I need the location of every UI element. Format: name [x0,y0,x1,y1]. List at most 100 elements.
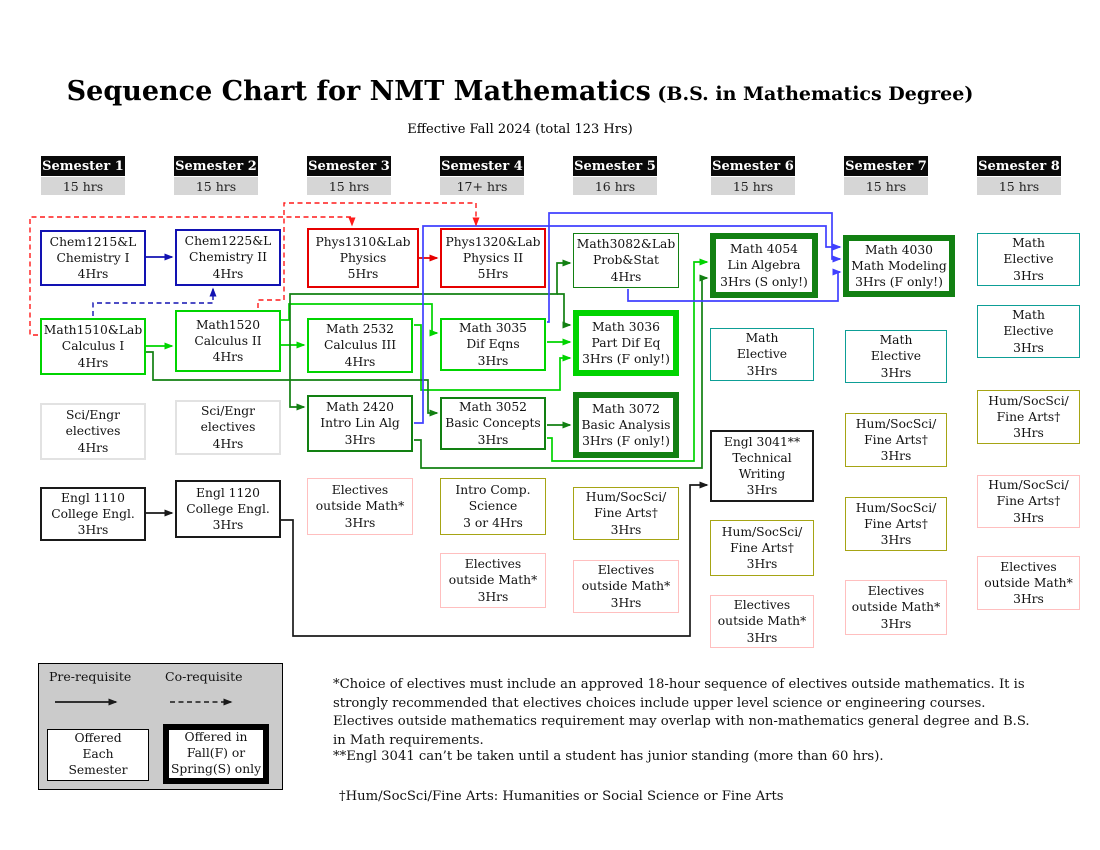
course-elec7-line1: Electives [867,584,925,599]
course-elec5-line1: Electives [597,563,655,578]
semester-header-2: Semester 2 [174,156,258,176]
title-paren: (B.S. in Mathematics Degree) [650,83,974,105]
course-scieng1-line3: 4Hrs [77,440,109,455]
course-math4030-line2: Math Modeling [851,258,947,273]
course-hum8a-line3: 3Hrs [1013,426,1044,441]
course-math1520-line3: 4Hrs [212,350,244,365]
course-hum7a-line3: 3Hrs [880,449,912,464]
course-hum7b-line3: 3Hrs [880,533,912,548]
footnote-hum: †Hum/SocSci/Fine Arts: Humanities or Soc… [339,789,784,804]
course-hum6-line2: Fine Arts† [730,540,794,555]
page-title: Sequence Chart for NMT Mathematics (B.S.… [0,76,1070,107]
course-math2420-line3: 3Hrs [344,432,376,447]
course-engl1120-line3: 3Hrs [212,518,244,533]
course-box-hum8b: Hum/SocSci/Fine Arts†3Hrs [977,475,1080,528]
course-introcs-line2: Science [468,499,518,514]
course-math1520-line2: Calculus II [194,333,262,348]
course-hum8a-line2: Fine Arts† [996,409,1061,424]
legend-offered-fs-line2: Fall(F) or [186,746,246,760]
legend-offered-each-line3: Semester [68,762,128,777]
legend-offered-fs-box: Offered in Fall(F) or Spring(S) only [163,724,269,784]
course-mathel6-line3: 3Hrs [746,363,778,378]
course-elec8-line3: 3Hrs [1013,592,1044,607]
subtitle: Effective Fall 2024 (total 123 Hrs) [407,122,633,137]
course-engl3041-line1: Engl 3041** [723,434,801,449]
semester-hours-2: 15 hrs [174,177,258,195]
course-engl1120-line2: College Engl. [186,501,270,516]
semester-hours-8: 15 hrs [977,177,1061,195]
semester-hours-1: 15 hrs [41,177,125,195]
course-math3082-line3: 4Hrs [610,269,642,284]
course-hum8b-line3: 3Hrs [1013,510,1044,525]
course-introcs-line3: 3 or 4Hrs [463,515,523,530]
course-chem1215-line3: 4Hrs [77,267,109,282]
course-hum7a-line2: Fine Arts† [864,432,928,447]
legend-offered-each-line2: Each [82,747,114,761]
course-elec3-line1: Electives [331,483,389,498]
course-mathel8a-line3: 3Hrs [1013,268,1044,283]
course-elec5-line3: 3Hrs [610,595,642,610]
course-elec4-line3: 3Hrs [477,589,509,604]
legend-offered-each-line1: Offered [74,731,122,746]
course-math4054-line1: Math 4054 [730,242,798,257]
course-hum5-line1: Hum/SocSci/ [585,490,667,505]
semester-hours-6: 15 hrs [711,177,795,195]
semester-hours-3: 15 hrs [307,177,391,195]
course-chem1215-line1: Chem1215&L [49,234,137,249]
course-scieng1-line1: Sci/Engr [65,408,121,423]
legend-offered-each-box: Offered Each Semester [47,729,149,781]
semester-header-7: Semester 7 [844,156,928,176]
course-phys1320-line3: 5Hrs [477,267,509,282]
course-math3035-line2: Dif Eqns [466,337,520,352]
course-elec7-line2: outside Math* [851,600,941,615]
course-math1510-line3: 4Hrs [77,355,109,370]
title-main: Sequence Chart for NMT Mathematics [66,76,651,107]
course-elec8-line1: Electives [1000,559,1057,574]
course-hum8b-line1: Hum/SocSci/ [988,478,1069,493]
course-chem1215-line2: Chemistry I [56,250,130,265]
legend-offered-fs-line3: Spring(S) only [170,761,262,776]
course-math3036-line3: 3Hrs (F only!) [582,352,670,367]
course-math3052-line2: Basic Concepts [445,416,541,431]
course-elec7-line3: 3Hrs [880,616,912,631]
course-math3072-line3: 3Hrs (F only!) [582,434,670,449]
course-box-hum7b: Hum/SocSci/Fine Arts†3Hrs [845,497,947,551]
course-phys1310-line1: Phys1310&Lab [315,234,411,249]
course-math4030-line1: Math 4030 [865,242,933,257]
course-phys1310-line2: Physics [339,250,387,265]
course-chem1225-line2: Chemistry II [189,250,267,265]
course-math3072-line2: Basic Analysis [581,417,671,432]
semester-header-4: Semester 4 [440,156,524,176]
course-mathel6-line2: Elective [736,347,788,362]
course-phys1310-line3: 5Hrs [347,267,379,282]
course-hum5-line3: 3Hrs [610,522,642,537]
course-math1510-line1: Math1510&Lab [43,323,143,338]
course-math3072-line1: Math 3072 [592,401,660,416]
course-scieng2-line1: Sci/Engr [200,404,256,419]
course-engl1110-line2: College Engl. [51,506,135,521]
course-mathel8b-line1: Math [1012,308,1045,323]
course-math3036-line2: Part Dif Eq [591,335,661,350]
semester-header-1: Semester 1 [41,156,125,176]
course-mathel6-line1: Math [745,331,779,346]
course-box-hum7a: Hum/SocSci/Fine Arts†3Hrs [845,413,947,467]
course-hum8a-line1: Hum/SocSci/ [988,393,1069,408]
